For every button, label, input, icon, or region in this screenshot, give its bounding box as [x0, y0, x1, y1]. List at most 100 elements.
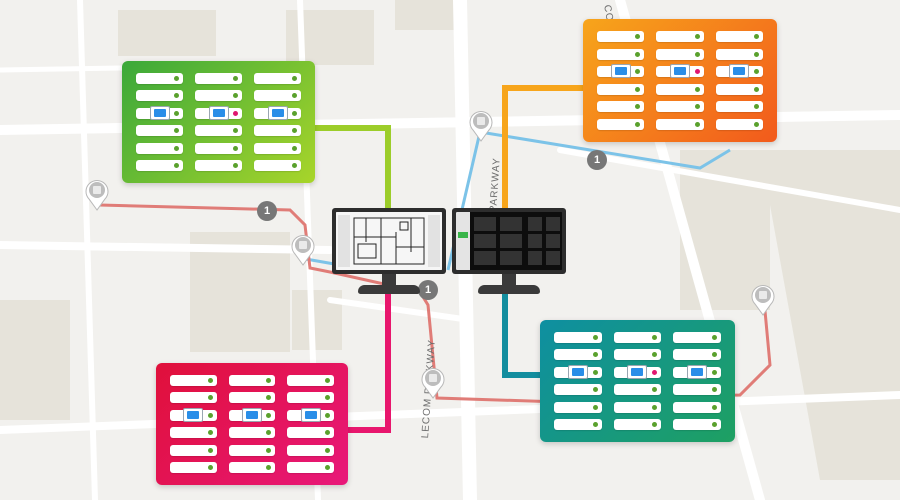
- device-module-icon: [610, 64, 631, 79]
- rack-slot[interactable]: [287, 375, 334, 386]
- rack-panel-red[interactable]: [156, 363, 348, 485]
- rack-slot[interactable]: [170, 375, 217, 386]
- rack-slot[interactable]: [136, 125, 183, 137]
- rack-slot[interactable]: [254, 142, 301, 154]
- rack-slot[interactable]: [287, 444, 334, 456]
- rack-slot[interactable]: [170, 392, 217, 404]
- rack-slot[interactable]: [287, 427, 334, 439]
- floorplan-icon: [336, 212, 442, 270]
- rack-slot[interactable]: [195, 159, 242, 171]
- rack-slot[interactable]: [673, 418, 721, 430]
- rack-slot[interactable]: [656, 64, 704, 79]
- map-pin-icon[interactable]: [750, 282, 776, 316]
- rack-slot[interactable]: [554, 332, 602, 343]
- rack-slot[interactable]: [254, 73, 301, 84]
- rack-slot[interactable]: [597, 31, 645, 42]
- rack-slot[interactable]: [673, 401, 721, 413]
- monitor-stand: [502, 274, 516, 286]
- rack-slot[interactable]: [136, 90, 183, 102]
- rack-slot[interactable]: [228, 427, 276, 439]
- rack-slot[interactable]: [136, 142, 183, 154]
- rack-slot[interactable]: [715, 118, 763, 130]
- device-module-icon: [149, 105, 170, 120]
- rack-slot[interactable]: [170, 461, 217, 473]
- rack-slot[interactable]: [195, 125, 242, 137]
- rack-slot[interactable]: [287, 407, 334, 422]
- rack-slot[interactable]: [613, 418, 662, 430]
- rack-slot[interactable]: [715, 64, 763, 79]
- rack-slot[interactable]: [170, 444, 217, 456]
- rack-slot[interactable]: [170, 407, 217, 422]
- rack-slot[interactable]: [228, 461, 276, 473]
- status-led-icon: [753, 104, 759, 110]
- rack-slot[interactable]: [287, 461, 334, 473]
- rack-panel-green[interactable]: [122, 61, 315, 183]
- map-pin-icon[interactable]: [84, 177, 110, 211]
- rack-slot[interactable]: [613, 364, 662, 379]
- rack-slot[interactable]: [715, 101, 763, 113]
- rack-slot[interactable]: [597, 83, 645, 95]
- rack-slot[interactable]: [254, 125, 301, 137]
- rack-slot[interactable]: [254, 105, 301, 120]
- status-led-icon: [207, 464, 213, 470]
- rack-slot[interactable]: [195, 142, 242, 154]
- rack-slot[interactable]: [195, 105, 242, 120]
- rack-slot[interactable]: [597, 64, 645, 79]
- status-led-icon: [712, 421, 717, 427]
- rack-slot[interactable]: [656, 118, 704, 130]
- map-pin-icon[interactable]: [420, 365, 446, 399]
- rack-slot[interactable]: [554, 364, 602, 379]
- rack-slot[interactable]: [228, 407, 276, 422]
- rack-slot[interactable]: [287, 392, 334, 404]
- rack-slot[interactable]: [254, 90, 301, 102]
- rack-slot[interactable]: [228, 444, 276, 456]
- rack-slot[interactable]: [715, 31, 763, 42]
- count-badge[interactable]: 1: [257, 201, 277, 221]
- rack-slot[interactable]: [597, 118, 645, 130]
- rack-slot[interactable]: [195, 90, 242, 102]
- count-badge[interactable]: 1: [587, 150, 607, 170]
- rack-slot[interactable]: [613, 401, 662, 413]
- map-pin-icon[interactable]: [468, 108, 494, 142]
- rack-slot[interactable]: [554, 418, 602, 430]
- rack-slot[interactable]: [673, 364, 721, 379]
- status-led-icon: [712, 335, 717, 340]
- status-led-icon: [592, 369, 598, 375]
- monitor-right[interactable]: [452, 208, 566, 298]
- status-led-icon: [592, 335, 598, 340]
- rack-slot[interactable]: [597, 101, 645, 113]
- rack-slot[interactable]: [656, 101, 704, 113]
- rack-slot[interactable]: [656, 31, 704, 42]
- rack-column: [170, 375, 217, 473]
- rack-column: [656, 31, 704, 130]
- rack-slot[interactable]: [715, 83, 763, 95]
- rack-slot[interactable]: [136, 73, 183, 84]
- rack-slot[interactable]: [136, 159, 183, 171]
- status-led-icon: [652, 335, 658, 340]
- rack-slot[interactable]: [673, 332, 721, 343]
- rack-slot[interactable]: [715, 48, 763, 60]
- rack-slot[interactable]: [656, 48, 704, 60]
- rack-slot[interactable]: [613, 349, 662, 361]
- rack-slot[interactable]: [673, 384, 721, 396]
- rack-slot[interactable]: [613, 384, 662, 396]
- rack-slot[interactable]: [673, 349, 721, 361]
- rack-slot[interactable]: [170, 427, 217, 439]
- rack-slot[interactable]: [554, 349, 602, 361]
- count-badge[interactable]: 1: [418, 280, 438, 300]
- rack-column: [673, 332, 721, 430]
- rack-slot[interactable]: [554, 384, 602, 396]
- rack-slot[interactable]: [136, 105, 183, 120]
- rack-slot[interactable]: [554, 401, 602, 413]
- rack-panel-teal[interactable]: [540, 320, 735, 442]
- map-pin-icon[interactable]: [290, 232, 316, 266]
- rack-slot[interactable]: [656, 83, 704, 95]
- rack-slot[interactable]: [228, 392, 276, 404]
- rack-slot[interactable]: [613, 332, 662, 343]
- rack-slot[interactable]: [597, 48, 645, 60]
- rack-slot[interactable]: [228, 375, 276, 386]
- monitor-left[interactable]: [332, 208, 446, 298]
- rack-slot[interactable]: [254, 159, 301, 171]
- rack-panel-orange[interactable]: [583, 19, 777, 142]
- rack-slot[interactable]: [195, 73, 242, 84]
